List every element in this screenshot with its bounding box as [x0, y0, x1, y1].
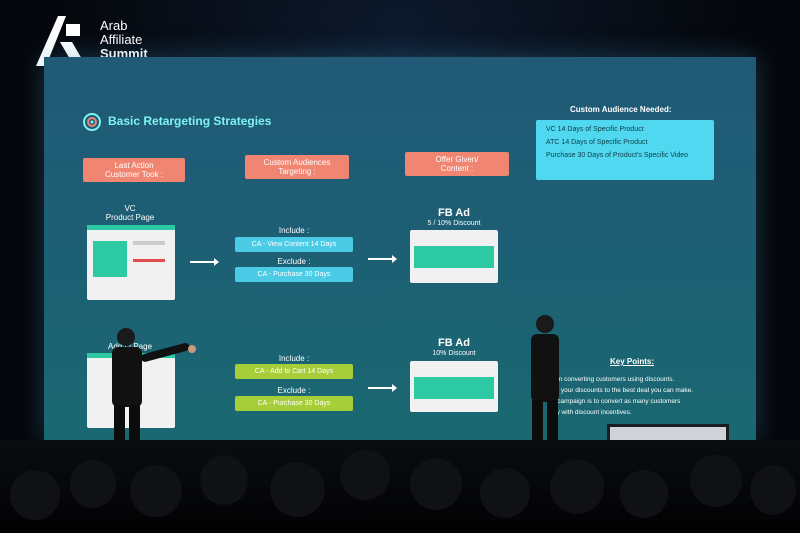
brand-line-2: Affiliate	[100, 32, 143, 47]
key-point: ibly with discount incentives.	[550, 409, 632, 416]
row2-include-label: Include :	[278, 354, 310, 363]
row1-ad-mockup	[410, 230, 498, 283]
key-point: of campaign is to convert as many custom…	[550, 398, 681, 405]
row1-ad-sub: 5 / 10% Discount	[427, 220, 481, 227]
row2-exclude-value: CA - Purchase 30 Days	[235, 396, 353, 411]
row1-arrow-1	[190, 258, 219, 266]
row1-page-label: VC Product Page	[105, 204, 155, 222]
key-point: out your discounts to the best deal you …	[550, 387, 694, 394]
row1-include-label: Include :	[278, 226, 310, 235]
row1-exclude-value: CA - Purchase 30 Days	[235, 267, 353, 282]
slide-title: Basic Retargeting Strategies	[108, 114, 272, 128]
presenter-right	[531, 315, 559, 468]
key-point: s on converting customers using discount…	[550, 376, 675, 383]
header-offer: Offer Given/ Content :	[405, 152, 509, 176]
audience-crowd	[0, 440, 800, 533]
ca-needed-box: VC 14 Days of Specific Product ATC 14 Da…	[536, 120, 714, 180]
row1-arrow-2	[368, 255, 397, 263]
ca-needed-item: VC 14 Days of Specific Product	[546, 126, 644, 133]
header-ca-targeting: Custom Audiences Targeting :	[245, 155, 349, 179]
ca-needed-item: ATC 14 Days of Specific Product	[546, 139, 648, 146]
header-last-action: Last Action Customer Took :	[83, 158, 185, 182]
row2-ad-sub: 10% Discount	[432, 350, 476, 357]
row2-exclude-label: Exclude :	[277, 386, 311, 395]
brand-line-1: Arab	[100, 18, 128, 33]
row2-include-value: CA - Add to Cart 14 Days	[235, 364, 353, 379]
key-points-title: Key Points:	[610, 357, 655, 366]
row2-ad-title: FB Ad	[438, 337, 470, 349]
row1-page-mockup	[87, 225, 175, 300]
row1-exclude-label: Exclude :	[277, 257, 311, 266]
row2-ad-mockup	[410, 361, 498, 412]
presenter-left	[112, 328, 196, 470]
row2-arrow	[368, 384, 397, 392]
row1-include-value: CA - View Content 14 Days	[235, 237, 353, 252]
ca-needed-title: Custom Audience Needed:	[570, 105, 672, 114]
key-points-list: s on converting customers using discount…	[550, 374, 760, 418]
brand-text: Arab Affiliate Summit	[100, 19, 148, 61]
target-icon	[83, 113, 101, 131]
row1-ad-title: FB Ad	[438, 207, 470, 219]
ca-needed-item: Purchase 30 Days of Product's Specific V…	[546, 152, 689, 159]
row2-page-label: Add t t Page	[107, 342, 153, 351]
